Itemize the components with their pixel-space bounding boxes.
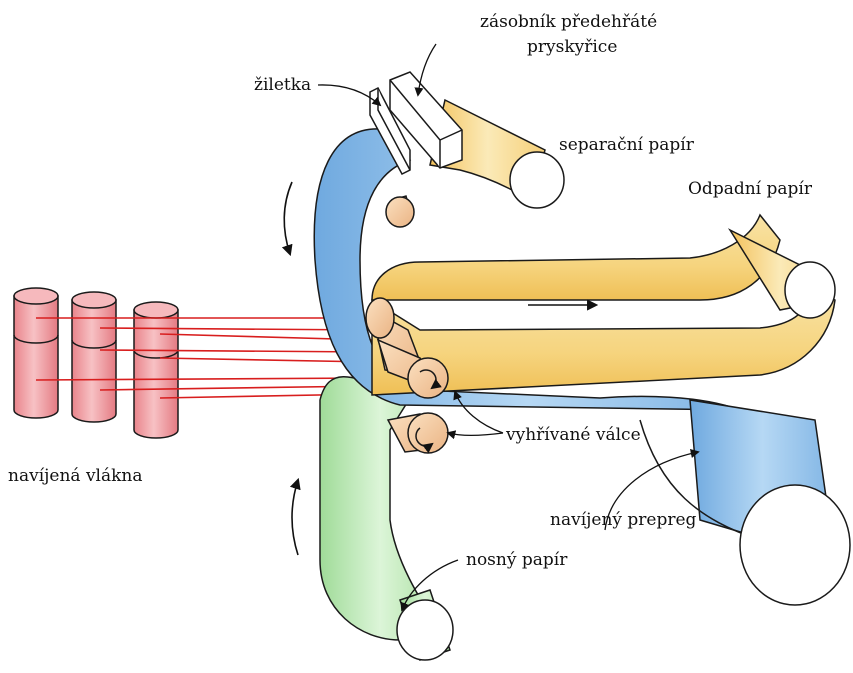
label-carrier-paper: nosný papír bbox=[466, 550, 568, 570]
label-release-paper: separační papír bbox=[559, 135, 695, 155]
label-reservoir-line1: zásobník předehřáté bbox=[480, 12, 657, 32]
roller-top-guide bbox=[386, 196, 414, 227]
carrier-paper-roll bbox=[397, 590, 453, 660]
label-reservoir-line2: pryskyřice bbox=[527, 37, 617, 57]
arrow-down-left bbox=[284, 182, 292, 254]
label-wound-prepreg: navíjený prepreg bbox=[550, 510, 697, 530]
release-paper-roll bbox=[510, 152, 564, 208]
bobbin-3 bbox=[134, 302, 178, 438]
label-heated-rollers: vyhřívané válce bbox=[505, 425, 641, 445]
label-waste-paper: Odpadní papír bbox=[688, 179, 813, 199]
label-wound-fibers: navíjená vlákna bbox=[8, 466, 143, 486]
prepreg-roll-end bbox=[740, 485, 850, 605]
label-blade: žiletka bbox=[254, 75, 311, 95]
fiber-bobbins bbox=[14, 288, 178, 438]
waste-paper-roll bbox=[785, 262, 835, 318]
bobbin-2 bbox=[72, 292, 116, 422]
arrow-up-left bbox=[292, 480, 298, 555]
heated-roller-lower bbox=[388, 413, 448, 453]
bobbin-1 bbox=[14, 288, 58, 418]
